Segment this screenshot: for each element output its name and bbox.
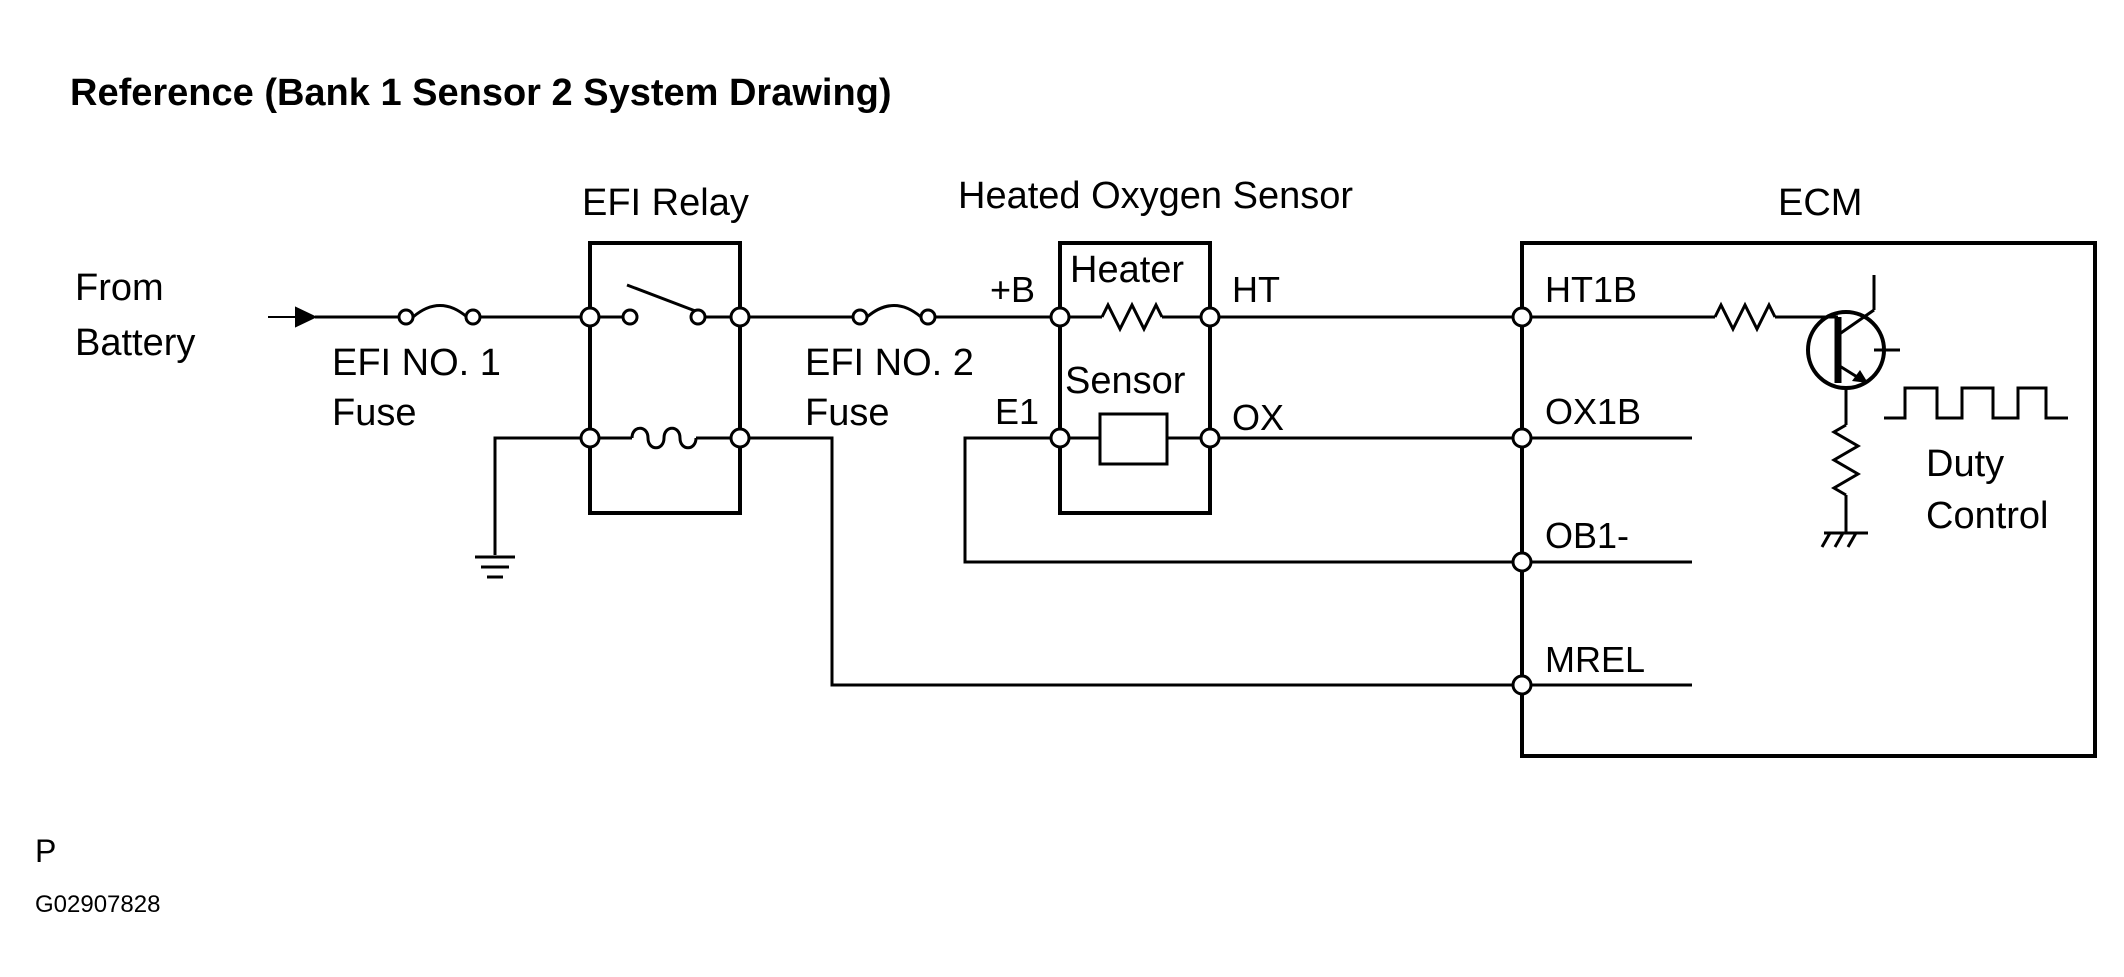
sensor-element-label: Sensor xyxy=(1065,360,1186,402)
chassis-ground-icon xyxy=(1820,531,1868,548)
pin-e1-label: E1 xyxy=(995,391,1039,432)
wire-relay-coil-ground xyxy=(493,436,581,555)
heated-oxygen-sensor-box xyxy=(1058,241,1212,515)
pin-ox-label: OX xyxy=(1232,397,1284,438)
ecm-terminal-ox1b xyxy=(1511,427,1533,449)
heater-resistor-icon xyxy=(1049,301,1221,333)
wire-relay-mrel xyxy=(749,436,1512,687)
figure-id: G02907828 xyxy=(35,891,160,918)
ecm-base-resistor-icon xyxy=(1713,301,1777,333)
transistor-icon xyxy=(1806,275,1900,390)
duty-control-label-line1: Duty xyxy=(1926,443,2004,485)
efi-no1-fuse-label-line1: EFI NO. 1 xyxy=(332,342,501,384)
battery-arrow-icon xyxy=(268,306,316,328)
battery-label-line1: From xyxy=(75,267,164,309)
battery-label-line2: Battery xyxy=(75,322,195,364)
ecm-pin-ox1b-label: OX1B xyxy=(1545,391,1641,432)
sensor-element-icon xyxy=(1049,412,1221,466)
ecm-terminal-ob1 xyxy=(1511,551,1533,573)
relay-coil-icon xyxy=(579,426,751,450)
efi-no2-fuse-label-line2: Fuse xyxy=(805,392,889,434)
ecm-terminal-mrel xyxy=(1511,674,1533,696)
ecm-emitter-resistor-icon xyxy=(1831,423,1861,497)
efi-relay-box xyxy=(588,241,742,515)
sensor-label: Heated Oxygen Sensor xyxy=(958,175,1353,217)
pin-b-plus-label: +B xyxy=(990,269,1035,310)
ecm-pin-mrel-label: MREL xyxy=(1545,639,1645,680)
heater-label: Heater xyxy=(1070,249,1184,291)
efi-no1-fuse-symbol xyxy=(397,304,482,326)
ecm-label: ECM xyxy=(1778,182,1862,224)
ecm-terminal-ht1b xyxy=(1511,306,1533,328)
duty-control-label-line2: Control xyxy=(1926,495,2049,537)
wire-e1-ob1 xyxy=(963,436,1692,564)
ecm-pin-ht1b-label: HT1B xyxy=(1545,269,1637,310)
efi-no2-fuse-label-line1: EFI NO. 2 xyxy=(805,342,974,384)
efi-no1-fuse-label-line2: Fuse xyxy=(332,392,416,434)
efi-no2-fuse-symbol xyxy=(851,304,937,326)
relay-switch-contact xyxy=(579,283,751,328)
diagram-title: Reference (Bank 1 Sensor 2 System Drawin… xyxy=(70,72,892,114)
ecm-pin-ob1-label: OB1- xyxy=(1545,515,1629,556)
ecm-box xyxy=(1520,241,2097,758)
pin-ht-label: HT xyxy=(1232,269,1280,310)
duty-pulse-waveform-icon xyxy=(1884,386,2068,420)
efi-relay-label: EFI Relay xyxy=(582,182,749,224)
ground-icon xyxy=(475,555,515,579)
footer-code: P xyxy=(35,833,56,869)
